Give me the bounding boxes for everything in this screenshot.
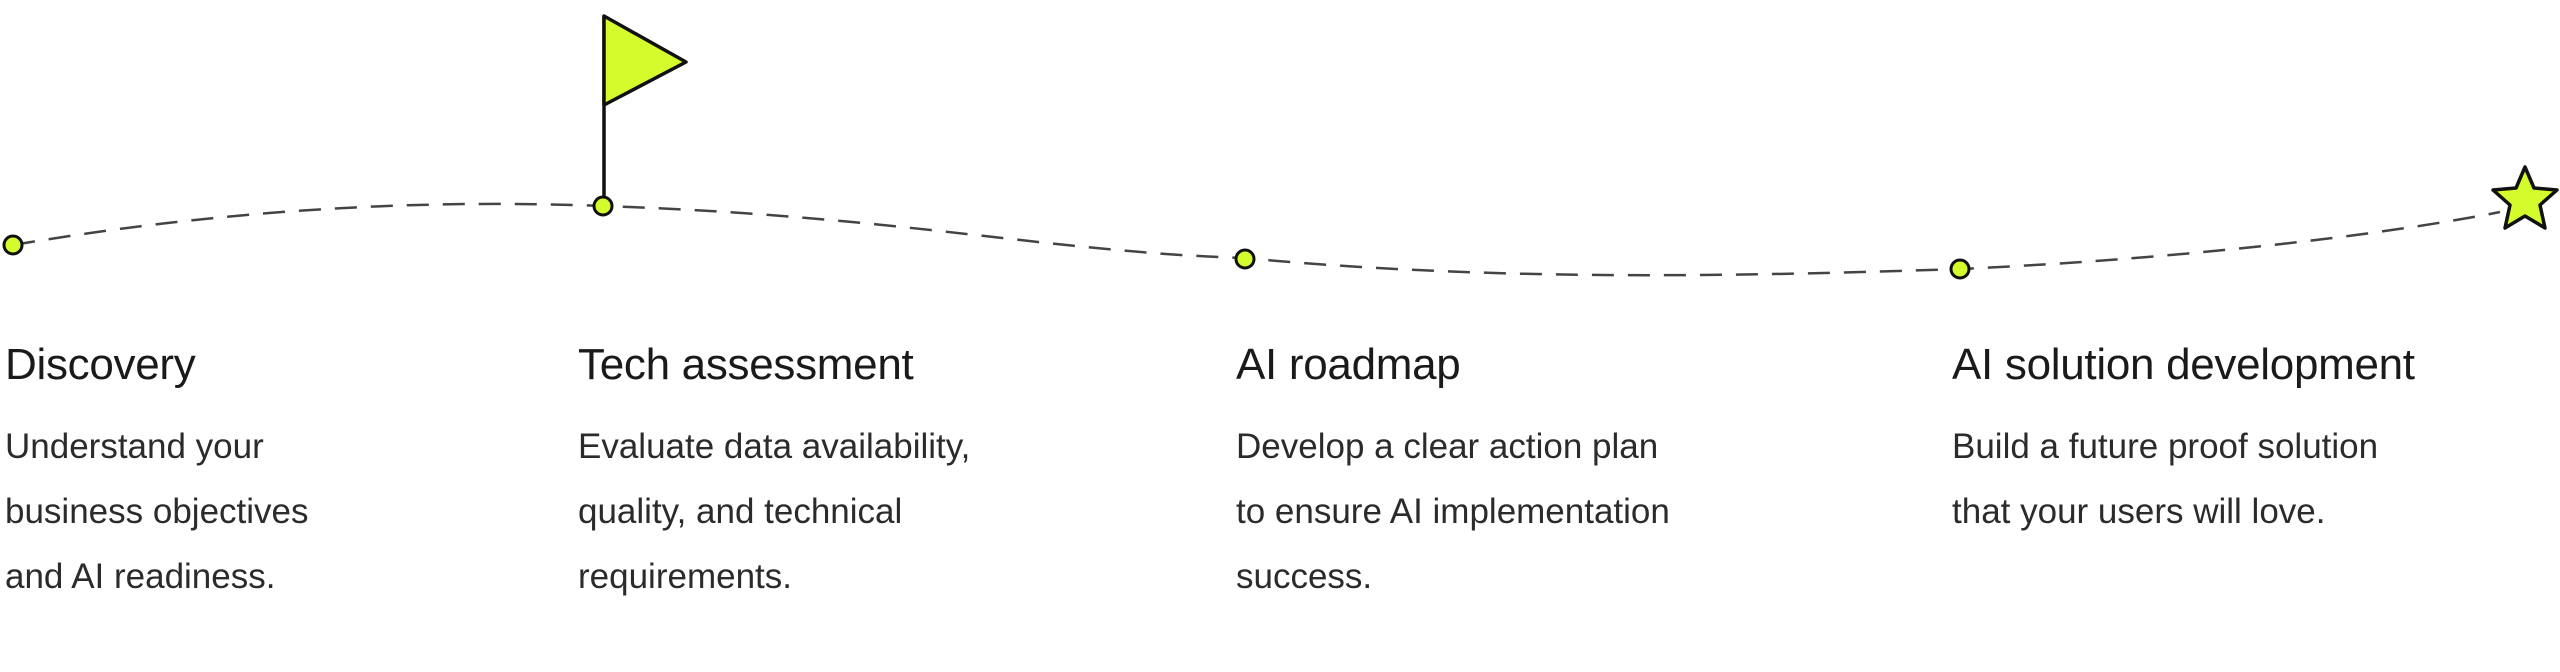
step-description: Develop a clear action plan to ensure AI… (1236, 427, 1670, 596)
step-dot-ai-roadmap (1234, 248, 1256, 270)
step-description: Evaluate data availability, quality, and… (578, 427, 971, 596)
step-title: Discovery (5, 340, 196, 389)
step-dot-tech-assessment (592, 195, 614, 217)
step-dot-discovery (2, 234, 24, 256)
step-title: Tech assessment (578, 340, 914, 389)
step-ai-solution-development: AI solution development Build a future p… (1952, 330, 2552, 544)
step-discovery: Discovery Understand your business objec… (5, 330, 605, 609)
step-tech-assessment: Tech assessment Evaluate data availabili… (578, 330, 1178, 609)
star-icon (2491, 165, 2559, 230)
step-dot-ai-solution-development (1949, 258, 1971, 280)
step-title: AI roadmap (1236, 340, 1461, 389)
step-ai-roadmap: AI roadmap Develop a clear action plan t… (1236, 330, 1836, 609)
dashed-route-line (12, 202, 2501, 277)
step-description: Understand your business objectives and … (5, 427, 309, 596)
flag-icon (602, 14, 688, 204)
step-description: Build a future proof solution that your … (1952, 427, 2379, 531)
step-title: AI solution development (1952, 340, 2415, 389)
